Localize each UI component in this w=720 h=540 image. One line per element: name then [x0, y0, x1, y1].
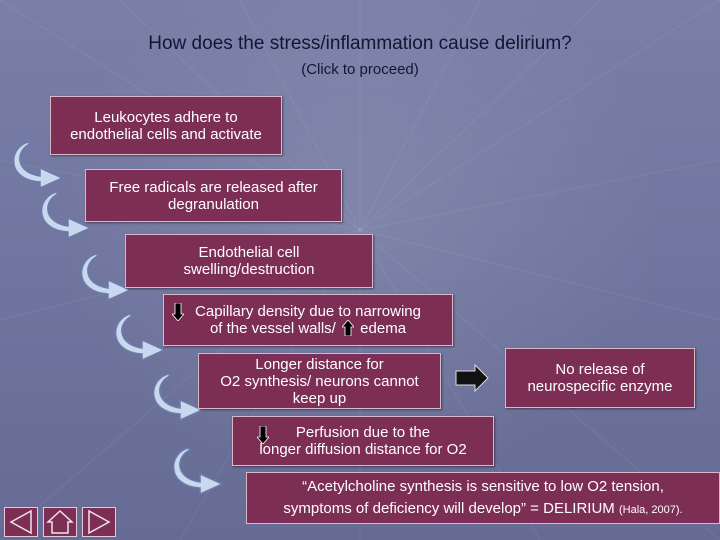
nav-forward-button[interactable]: [82, 507, 116, 537]
down-arrow-icon: [257, 426, 269, 444]
step-line: of the vessel walls/ edema: [164, 319, 452, 337]
step-line: Perfusion due to the: [295, 424, 431, 441]
up-arrow-icon: [341, 319, 355, 337]
side-result-line: neurospecific enzyme: [527, 378, 673, 395]
step-line: Endothelial cell: [198, 244, 300, 261]
back-arrow-icon: [9, 509, 32, 535]
right-arrow-icon: [455, 364, 489, 392]
nav-home-button[interactable]: [43, 507, 77, 537]
slide-title: How does the stress/inflammation cause d…: [148, 33, 572, 54]
citation: (Hala, 2007).: [618, 504, 683, 516]
step-line: Capillary density due to narrowing: [195, 303, 421, 320]
curved-arrow-icon: [173, 447, 224, 496]
step-line-part: edema: [360, 320, 407, 337]
step-box-longer-distance: Longer distance for O2 synthesis/ neuron…: [198, 353, 441, 409]
side-result-box: No release of neurospecific enzyme: [505, 348, 695, 408]
nav-back-button[interactable]: [4, 507, 38, 537]
conclusion-text: symptoms of deficiency will develop” = D…: [283, 500, 615, 517]
step-box-perfusion: Perfusion due to the longer diffusion di…: [232, 416, 494, 466]
curved-arrow-icon: [81, 253, 132, 302]
curved-arrow-icon: [41, 191, 92, 240]
step-line: longer diffusion distance for O2: [259, 441, 467, 458]
step-line: endothelial cells and activate: [70, 125, 262, 143]
step-line: Free radicals are released after: [109, 178, 318, 196]
conclusion-box: “Acetylcholine synthesis is sensitive to…: [246, 472, 720, 524]
curved-arrow-icon: [13, 141, 64, 190]
step-line-part: of the vessel walls/: [209, 320, 336, 337]
down-arrow-icon: [172, 303, 184, 321]
step-line: Leukocytes adhere to: [94, 108, 238, 126]
forward-arrow-icon: [88, 509, 111, 535]
step-line: Longer distance for: [255, 355, 384, 373]
conclusion-line: symptoms of deficiency will develop” = D…: [247, 498, 719, 521]
step-line: keep up: [292, 389, 347, 407]
step-box-free-radicals: Free radicals are released after degranu…: [85, 169, 342, 222]
step-box-endothelial: Endothelial cell swelling/destruction: [125, 234, 373, 288]
curved-arrow-icon: [153, 373, 204, 422]
conclusion-line: “Acetylcholine synthesis is sensitive to…: [302, 478, 664, 495]
step-line: O2 synthesis/ neurons cannot: [220, 372, 419, 390]
side-result-line: No release of: [555, 361, 645, 378]
step-line: swelling/destruction: [183, 261, 315, 278]
step-box-capillary: Capillary density due to narrowing of th…: [163, 294, 453, 346]
step-line: degranulation: [168, 195, 259, 213]
curved-arrow-icon: [115, 313, 166, 362]
step-box-leukocytes: Leukocytes adhere to endothelial cells a…: [50, 96, 282, 155]
home-icon: [46, 509, 74, 534]
proceed-hint[interactable]: (Click to proceed): [301, 61, 419, 78]
